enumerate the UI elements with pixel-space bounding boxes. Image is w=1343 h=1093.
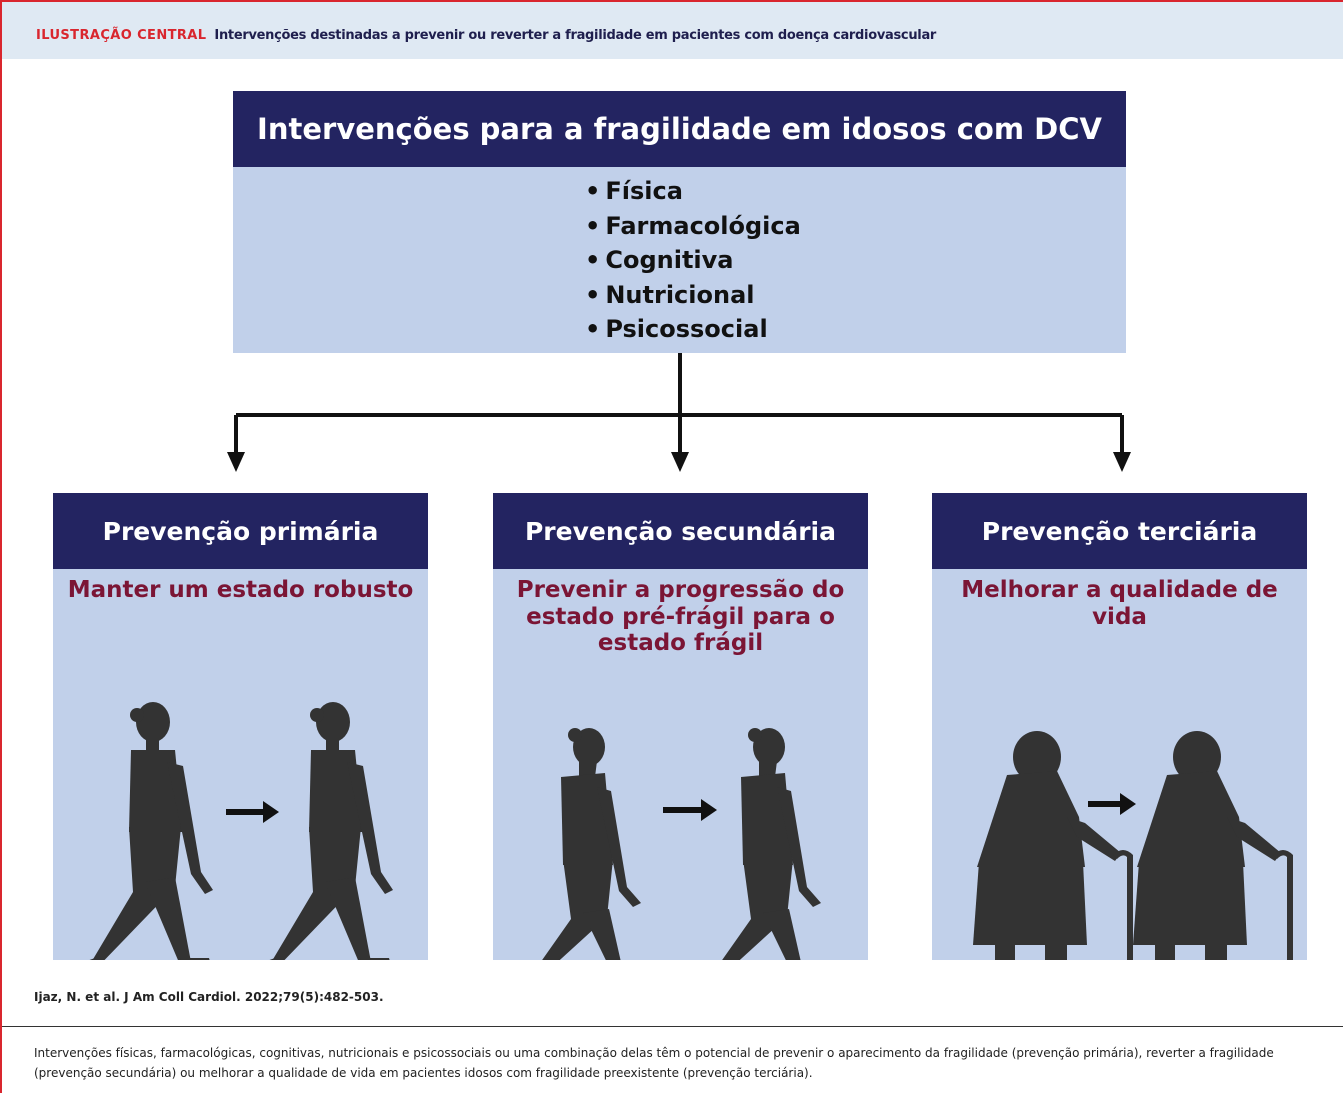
- panel-goal: Manter um estado robusto: [67, 577, 414, 603]
- panel-title-box: Prevenção terciária: [932, 493, 1307, 569]
- panel-tertiary-prevention: Prevenção terciária Melhorar a qualidade…: [932, 493, 1307, 960]
- frail-figure-before: [973, 731, 1133, 960]
- intervention-item: Cognitiva: [585, 243, 801, 278]
- figure-header: ILUSTRAÇÃO CENTRAL Intervenções destinada…: [36, 28, 936, 43]
- divider: [2, 1026, 1343, 1027]
- panel-title: Prevenção terciária: [981, 516, 1258, 546]
- intervention-item: Farmacológica: [585, 209, 800, 244]
- walker-figure-after: [253, 702, 393, 960]
- intervention-item: Física: [585, 174, 801, 209]
- prefrail-walker-icon: [515, 728, 825, 960]
- panel-title-box: Prevenção primária: [53, 493, 428, 569]
- intervention-item: Psicossocial: [585, 312, 801, 347]
- panel-title: Prevenção primária: [102, 516, 379, 546]
- panel-body: Prevenir a progressão do estado pré-frág…: [493, 569, 868, 960]
- walker-figure-before: [515, 728, 645, 960]
- panel-title-box: Prevenção secundária: [493, 493, 868, 569]
- progression-arrow-icon: [663, 799, 717, 821]
- walker-figure-after: [695, 728, 825, 960]
- panel-secondary-prevention: Prevenção secundária Prevenir a progress…: [493, 493, 868, 960]
- header-band: ILUSTRAÇÃO CENTRAL Intervenções destinada…: [2, 2, 1343, 59]
- frail-figure-after: [1133, 731, 1293, 960]
- panel-goal: Prevenir a progressão do estado pré-frág…: [516, 577, 845, 656]
- frail-walker-cane-icon: [973, 731, 1293, 960]
- panel-title: Prevenção secundária: [524, 516, 836, 546]
- panel-body: Melhorar a qualidade de vida: [932, 569, 1307, 960]
- progression-arrow-icon: [226, 801, 279, 823]
- arrowhead-secondary: [671, 452, 689, 472]
- robust-walker-icon: [73, 702, 393, 960]
- walker-figure-before: [73, 702, 213, 960]
- main-title: Intervenções para a fragilidade em idoso…: [257, 112, 1102, 146]
- figure-title: Intervenções destinadas a prevenir ou re…: [214, 28, 937, 43]
- main-title-box: Intervenções para a fragilidade em idoso…: [233, 91, 1126, 167]
- panel-goal: Melhorar a qualidade de vida: [961, 577, 1278, 630]
- figure-label: ILUSTRAÇÃO CENTRAL: [36, 28, 207, 43]
- intervention-item: Nutricional: [585, 278, 801, 313]
- figure-caption: Intervenções físicas, farmacológicas, co…: [34, 1046, 1274, 1080]
- citation: Ijaz, N. et al. J Am Coll Cardiol. 2022;…: [34, 990, 384, 1004]
- panel-primary-prevention: Prevenção primária Manter um estado robu…: [53, 493, 428, 960]
- progression-arrow-icon: [1088, 793, 1136, 815]
- arrowhead-tertiary: [1113, 452, 1131, 472]
- intervention-list: Física Farmacológica Cognitiva Nutricion…: [585, 174, 801, 347]
- panel-body: Manter um estado robusto: [53, 569, 428, 960]
- intervention-list-box: Física Farmacológica Cognitiva Nutricion…: [233, 167, 1126, 353]
- arrowhead-primary: [227, 452, 245, 472]
